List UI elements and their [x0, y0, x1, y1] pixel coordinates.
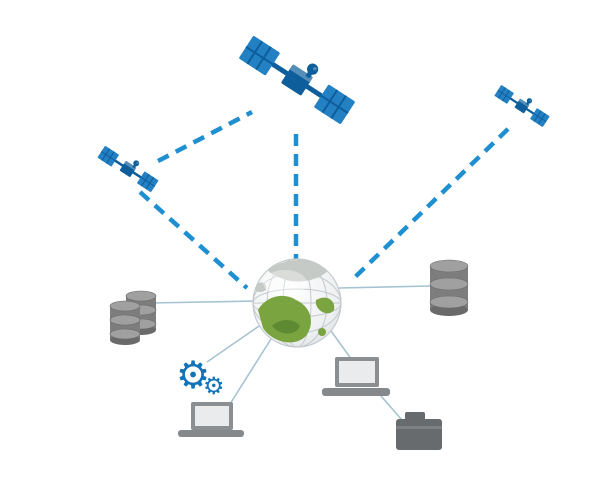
link-laptop-storage: [380, 395, 403, 421]
link-globe-laptop-right: [330, 330, 353, 361]
continent-east: [315, 297, 335, 314]
laptop-right-icon: [322, 357, 390, 396]
link-globe-database-right: [338, 285, 432, 289]
database-left-icon: [109, 290, 157, 345]
continent-north: [268, 259, 330, 282]
link-globe-database-left: [149, 300, 257, 304]
continent-west: [254, 282, 267, 293]
gear-small-icon: ⚙: [203, 372, 225, 400]
satellite-top-icon: [237, 26, 362, 126]
database-right-icon: [429, 259, 469, 316]
satellite-left-icon: [96, 140, 162, 193]
gear-large-icon: ⚙: [176, 353, 210, 397]
storage-device-icon: [396, 412, 442, 450]
continent-island: [318, 328, 326, 336]
laptop-left-icon: [178, 402, 244, 437]
link-satleft-globe: [138, 190, 249, 290]
link-globe-gears: [206, 323, 263, 363]
earth-globe-icon: [252, 258, 342, 348]
continent-main: [258, 295, 311, 343]
continent-main-shade: [272, 320, 300, 334]
database-left-front-stack: [109, 300, 141, 345]
link-satleft-sattop: [156, 110, 254, 163]
link-globe-laptop-left: [229, 338, 272, 405]
ground-links: [149, 285, 432, 421]
gears-icon: ⚙ ⚙: [176, 353, 225, 400]
satellite-right-icon: [493, 80, 553, 128]
satellite-links: [138, 110, 510, 290]
link-satright-globe: [350, 127, 510, 282]
